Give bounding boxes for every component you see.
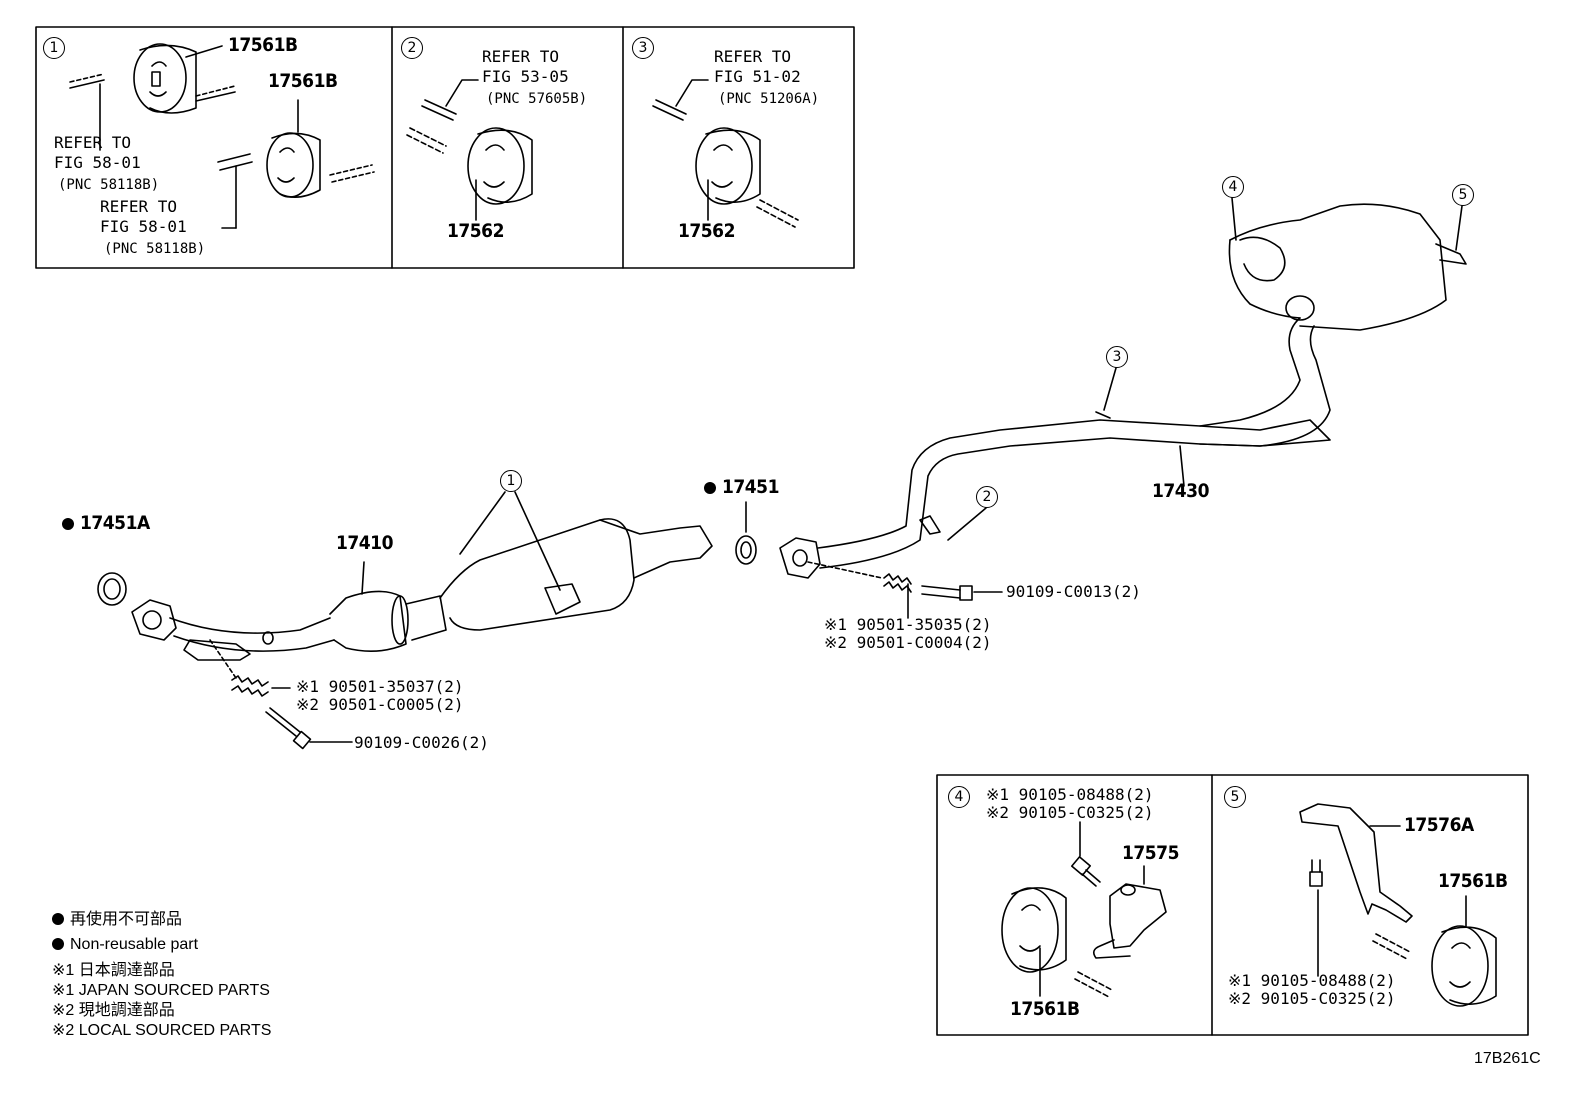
bolt-front-label: 90109-C0026(2) [354, 733, 489, 752]
main-callout-4: 4 [1222, 176, 1244, 198]
inset3-ref-line2: FIG 51-02 [714, 67, 801, 86]
inset2-ref-line1: REFER TO [482, 47, 560, 66]
inset5-bolt [1309, 859, 1323, 887]
legend-non-reusable-jp: 再使用不可部品 [52, 911, 182, 929]
inset2-hanger [467, 127, 533, 205]
inset4-callout: 4 [948, 786, 970, 808]
spring-front-1: ※1 90501-35037(2) [296, 677, 464, 696]
inset-box-4-5 [936, 774, 1529, 1036]
inset3-hanger [695, 127, 761, 205]
inset5-callout: 5 [1224, 786, 1246, 808]
gasket-center-number: 17451 [722, 476, 779, 498]
inset1-ref1-line1: REFER TO [54, 133, 132, 152]
inset5-hanger-label: 17561B [1438, 870, 1508, 892]
legend-note1-jp: ※1 日本調達部品 [52, 962, 175, 979]
bolt-center-label: 90109-C0013(2) [1006, 582, 1141, 601]
tail-pipe-label: 17430 [1152, 480, 1209, 502]
inset1-ref1-line3: (PNC 58118B) [58, 177, 160, 193]
main-callout-5: 5 [1452, 184, 1474, 206]
non-reusable-dot [704, 482, 716, 494]
main-callout-2: 2 [976, 486, 998, 508]
front-pipe-drawing [97, 518, 713, 661]
inset1-part-b-label: 17561B [268, 70, 338, 92]
inset3-ref-line3: (PNC 51206A) [718, 91, 820, 107]
inset5-hanger [1431, 925, 1497, 1007]
gasket-front-label: 17451A [62, 512, 150, 534]
inset3-ref-line1: REFER TO [714, 47, 792, 66]
inset1-callout: 1 [43, 37, 65, 59]
inset4-hanger [1001, 887, 1067, 973]
inset3-part-label: 17562 [678, 220, 735, 242]
inset3-callout: 3 [632, 37, 654, 59]
non-reusable-dot [62, 518, 74, 530]
inset2-callout: 2 [401, 37, 423, 59]
inset2-ref-line3: (PNC 57605B) [486, 91, 588, 107]
inset1-ref2-line3: (PNC 58118B) [104, 241, 206, 257]
front-spring [231, 675, 269, 697]
inset1-ref1-line2: FIG 58-01 [54, 153, 141, 172]
legend-dot-jp [52, 913, 64, 925]
inset4-bolt-line2: ※2 90105-C0325(2) [986, 803, 1154, 822]
inset5-bolt-line2: ※2 90105-C0325(2) [1228, 989, 1396, 1008]
center-bolt [921, 585, 973, 601]
inset1-hanger-b [266, 132, 321, 198]
spring-front-2: ※2 90501-C0005(2) [296, 695, 464, 714]
front-bolt [265, 707, 312, 750]
legend-dot-en [52, 938, 64, 950]
gasket-center-label: 17451 [704, 476, 779, 498]
inset4-hanger-label: 17561B [1010, 998, 1080, 1020]
gasket-front-number: 17451A [80, 512, 150, 534]
figure-id: 17B261C [1474, 1050, 1541, 1067]
tail-pipe-drawing [779, 203, 1467, 579]
center-spring [883, 573, 912, 593]
front-pipe-label: 17410 [336, 532, 393, 554]
inset5-bracket [1299, 803, 1413, 923]
inset4-bolt [1070, 856, 1101, 887]
inset-box-1-3 [35, 26, 855, 269]
inset5-bolt-line1: ※1 90105-08488(2) [1228, 971, 1396, 990]
legend-non-reusable-en-text: Non-reusable part [70, 936, 199, 953]
inset5-bracket-label: 17576A [1404, 814, 1474, 836]
main-callout-3: 3 [1106, 346, 1128, 368]
inset4-bolt-line1: ※1 90105-08488(2) [986, 785, 1154, 804]
spring-center-2: ※2 90501-C0004(2) [824, 633, 992, 652]
legend-non-reusable-en: Non-reusable part [52, 936, 198, 954]
inset4-bracket [1092, 883, 1167, 959]
legend-note2-en: ※2 LOCAL SOURCED PARTS [52, 1022, 272, 1039]
inset2-ref-line2: FIG 53-05 [482, 67, 569, 86]
inset4-bracket-label: 17575 [1122, 842, 1179, 864]
center-gasket [735, 535, 757, 565]
legend-note2-jp: ※2 現地調達部品 [52, 1002, 175, 1019]
inset2-part-label: 17562 [447, 220, 504, 242]
inset1-ref2-line2: FIG 58-01 [100, 217, 187, 236]
main-callout-1: 1 [500, 470, 522, 492]
inset1-part-a-label: 17561B [228, 34, 298, 56]
inset1-hanger-a [133, 43, 197, 114]
legend-non-reusable-jp-text: 再使用不可部品 [70, 911, 183, 928]
spring-center-1: ※1 90501-35035(2) [824, 615, 992, 634]
legend-note1-en: ※1 JAPAN SOURCED PARTS [52, 982, 270, 999]
inset1-ref2-line1: REFER TO [100, 197, 178, 216]
